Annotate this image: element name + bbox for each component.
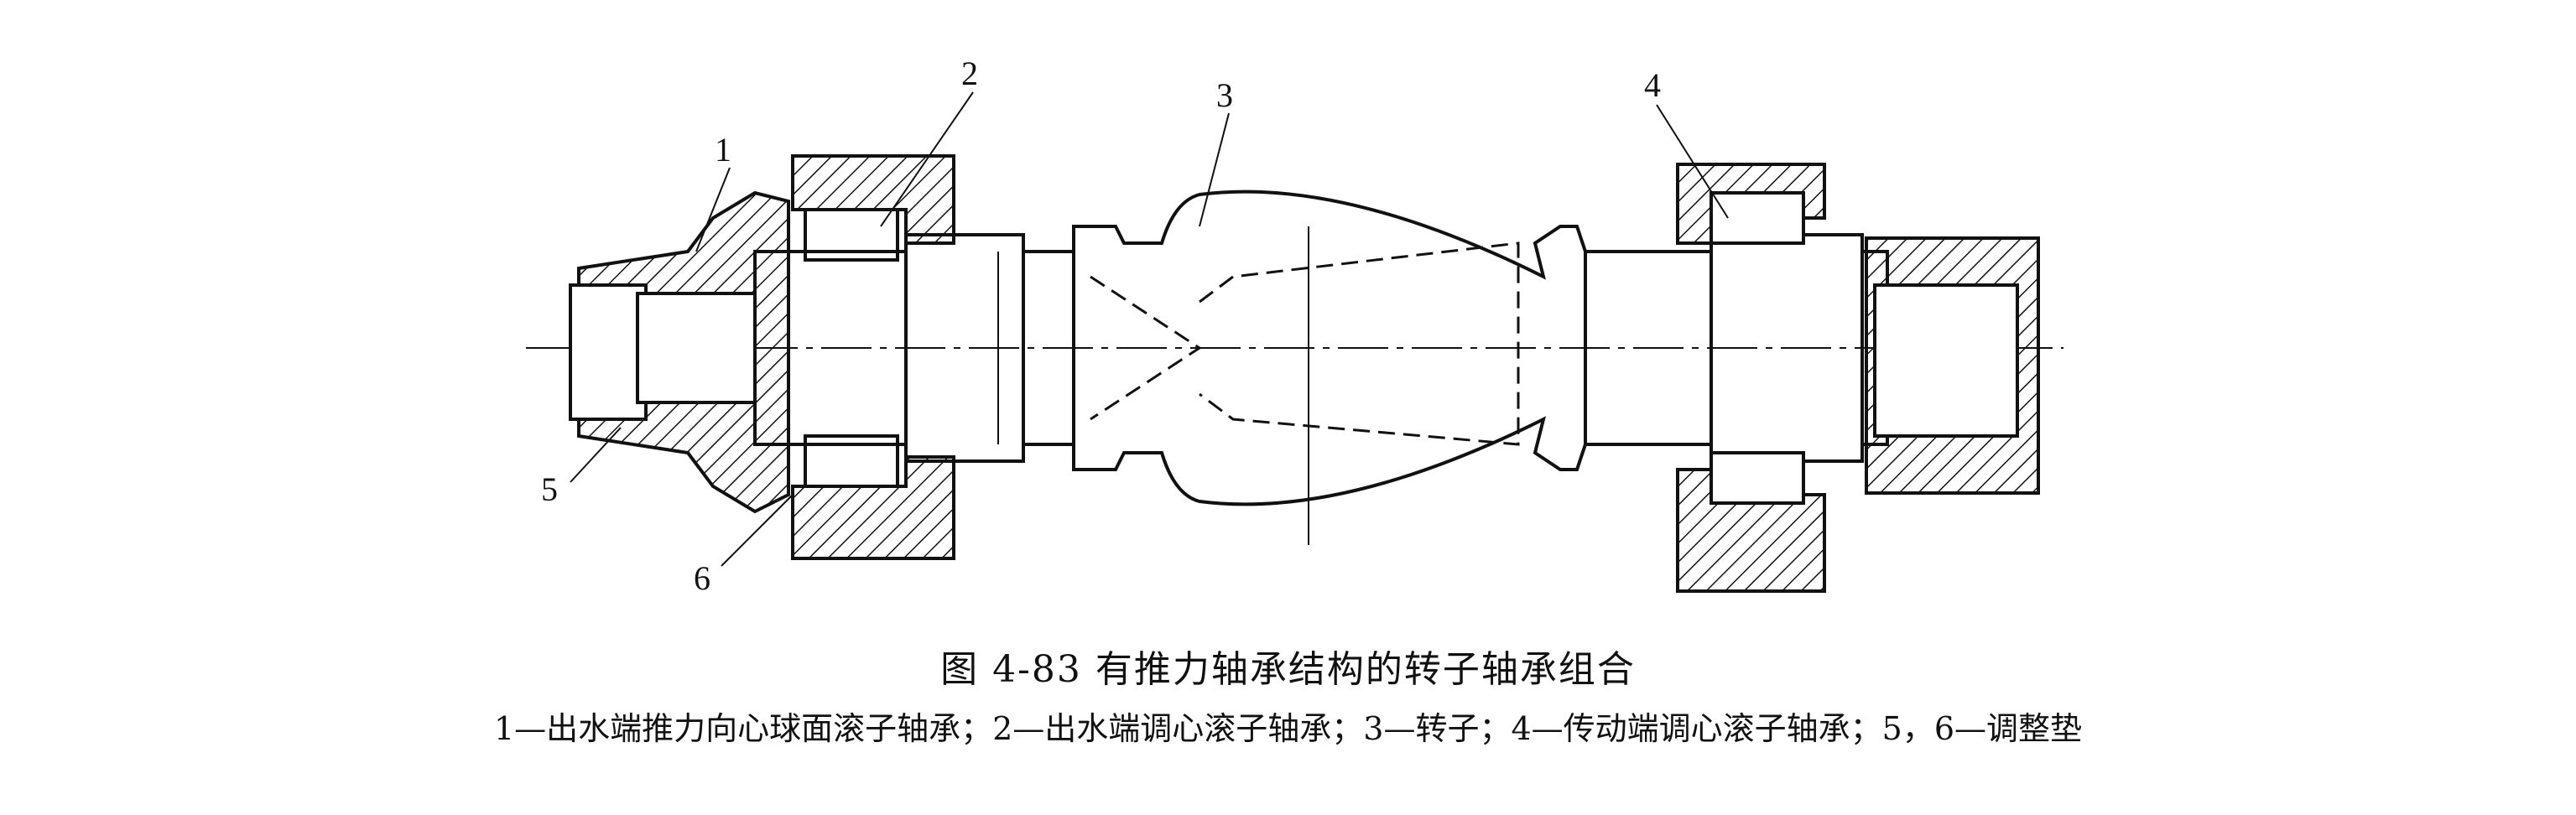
part-label-5: 5 — [541, 470, 558, 508]
figure-title: 图 4-83 有推力轴承结构的转子轴承组合 — [940, 648, 1636, 691]
part-label-1: 1 — [715, 131, 731, 169]
part-label-6: 6 — [694, 559, 710, 597]
part-label-3: 3 — [1216, 76, 1233, 114]
part-label-2: 2 — [961, 55, 978, 92]
part-label-4: 4 — [1644, 66, 1661, 104]
figure-legend: 1—出水端推力向心球面滚子轴承；2—出水端调心滚子轴承；3—转子；4—传动端调心… — [493, 710, 2083, 747]
